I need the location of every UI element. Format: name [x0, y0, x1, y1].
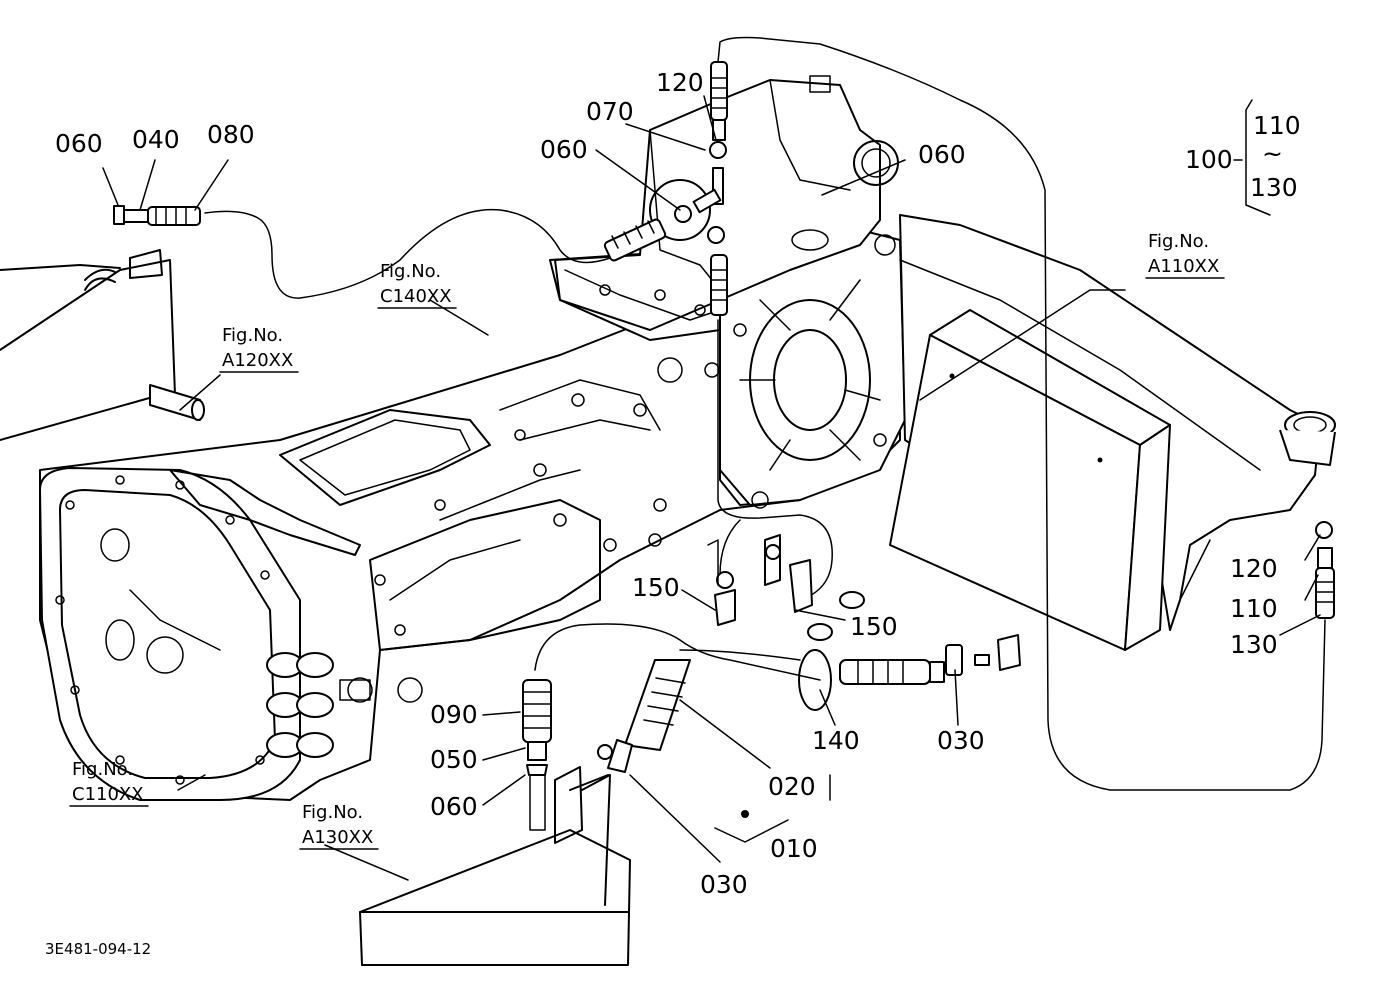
- controller-box: [889, 309, 1171, 651]
- label-130-top: 130: [1250, 173, 1298, 202]
- svg-text:Fig.No.: Fig.No.: [72, 759, 133, 780]
- label-060-bottom: 060: [430, 792, 478, 821]
- label-130-right: 130: [1230, 630, 1278, 659]
- figure-references: Fig.No. C140XX Fig.No. A120XX Fig.No. A1…: [69, 231, 1225, 850]
- label-110-top: 110: [1253, 111, 1301, 140]
- figref-a130xx: Fig.No. A130XX: [299, 802, 379, 850]
- connector-120-top: [707, 61, 728, 316]
- transmission-housing: [39, 299, 801, 801]
- rear-housing: [549, 75, 906, 509]
- label-020: 020: [768, 772, 816, 801]
- figref-a120xx: Fig.No. A120XX: [219, 325, 299, 373]
- label-120-top: 120: [656, 68, 704, 97]
- svg-text:C110XX: C110XX: [72, 784, 144, 805]
- label-070: 070: [586, 97, 634, 126]
- figref-c140xx: Fig.No. C140XX: [377, 261, 457, 309]
- label-090: 090: [430, 700, 478, 729]
- clip-150-left: [707, 539, 736, 626]
- label-010: 010: [770, 834, 818, 863]
- label-150-left: 150: [632, 573, 680, 602]
- svg-text:Fig.No.: Fig.No.: [222, 325, 283, 346]
- svg-text:Fig.No.: Fig.No.: [380, 261, 441, 282]
- svg-text:A130XX: A130XX: [302, 827, 373, 848]
- label-060-top-left: 060: [55, 129, 103, 158]
- label-080: 080: [207, 120, 255, 149]
- svg-text:C140XX: C140XX: [380, 286, 452, 307]
- label-030-bottom: 030: [700, 870, 748, 899]
- label-060-right: 060: [918, 140, 966, 169]
- label-040: 040: [132, 125, 180, 154]
- connector-090-assembly: [522, 679, 552, 776]
- drawing-code: 3E481-094-12: [45, 940, 151, 958]
- connector-right-assembly: [1315, 521, 1335, 619]
- clip-150-right: [764, 534, 865, 641]
- leader-lines: [102, 95, 1321, 881]
- figref-a110xx: Fig.No. A110XX: [1145, 231, 1225, 279]
- wiring-harness: [204, 36, 1326, 791]
- label-030-right: 030: [937, 726, 985, 755]
- connector-070-assembly: [603, 188, 722, 262]
- svg-text:A110XX: A110XX: [1148, 256, 1219, 277]
- connector-140-030: [798, 634, 1021, 711]
- figref-c110xx: Fig.No. C110XX: [69, 759, 149, 807]
- step-plate-left: [0, 249, 205, 441]
- label-140: 140: [812, 726, 860, 755]
- label-150-right: 150: [850, 612, 898, 641]
- ground-point-010: [741, 810, 749, 818]
- label-110-right: 110: [1230, 594, 1278, 623]
- label-tilde: ~: [1262, 139, 1283, 168]
- connector-080-assembly: [113, 205, 201, 226]
- svg-text:Fig.No.: Fig.No.: [1148, 231, 1209, 252]
- label-120-right: 120: [1230, 554, 1278, 583]
- lower-bracket-box: [359, 766, 631, 966]
- label-050: 050: [430, 745, 478, 774]
- part-labels: 060 040 080 120 070 060 060 100 110 ~ 13…: [55, 68, 1301, 899]
- label-100: 100: [1185, 145, 1233, 174]
- label-060-mid: 060: [540, 135, 588, 164]
- connector-020: [597, 659, 691, 773]
- svg-text:A120XX: A120XX: [222, 350, 293, 371]
- svg-text:Fig.No.: Fig.No.: [302, 802, 363, 823]
